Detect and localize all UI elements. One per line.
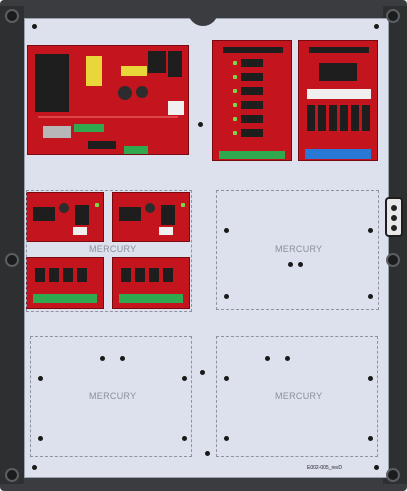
power-supply-board — [27, 45, 189, 155]
mercury-zone-bottom-right-label: MERCURY — [275, 391, 323, 401]
mercury-zone-mid-right-label: MERCURY — [275, 244, 323, 254]
mount-hole-icon — [5, 253, 19, 267]
mercury-zone-mid-right — [216, 190, 379, 310]
screw-icon — [38, 436, 43, 441]
screw-icon — [368, 294, 373, 299]
screw-icon — [224, 228, 229, 233]
screw-icon — [288, 262, 293, 267]
screw-icon — [205, 451, 210, 456]
screw-icon — [224, 376, 229, 381]
mount-hole-icon — [386, 253, 400, 267]
screw-icon — [120, 356, 125, 361]
screw-icon — [182, 436, 187, 441]
mercury-zone-mid-left-label: MERCURY — [89, 244, 137, 254]
screw-icon — [368, 228, 373, 233]
screw-icon — [374, 465, 379, 470]
screw-icon — [200, 370, 205, 375]
screw-icon — [198, 122, 203, 127]
screw-icon — [224, 436, 229, 441]
screw-icon — [374, 24, 379, 29]
mount-hole-icon — [386, 468, 400, 482]
screw-icon — [285, 356, 290, 361]
screw-icon — [32, 24, 37, 29]
screw-icon — [224, 294, 229, 299]
output-board-2 — [112, 257, 190, 309]
mercury-zone-bottom-left-label: MERCURY — [89, 391, 137, 401]
mercury-zone-bottom-left — [30, 336, 192, 457]
input-board-1 — [26, 192, 104, 242]
screw-icon — [182, 376, 187, 381]
screw-icon — [368, 376, 373, 381]
screw-icon — [38, 376, 43, 381]
part-number-label: E002-005_revD — [307, 465, 343, 471]
screw-icon — [100, 356, 105, 361]
relay-board-left — [212, 40, 292, 161]
relay-board-right — [298, 40, 378, 161]
mercury-zone-mid-left — [26, 190, 192, 312]
input-board-2 — [112, 192, 190, 242]
lock-slot-icon — [385, 197, 403, 237]
screw-icon — [368, 436, 373, 441]
screw-icon — [265, 356, 270, 361]
screw-icon — [32, 465, 37, 470]
mount-hole-icon — [5, 9, 19, 23]
screw-icon — [298, 262, 303, 267]
top-notch — [188, 8, 218, 26]
mercury-zone-bottom-right — [216, 336, 378, 457]
mount-hole-icon — [386, 9, 400, 23]
enclosure-left-flange — [0, 6, 24, 484]
mount-hole-icon — [5, 468, 19, 482]
